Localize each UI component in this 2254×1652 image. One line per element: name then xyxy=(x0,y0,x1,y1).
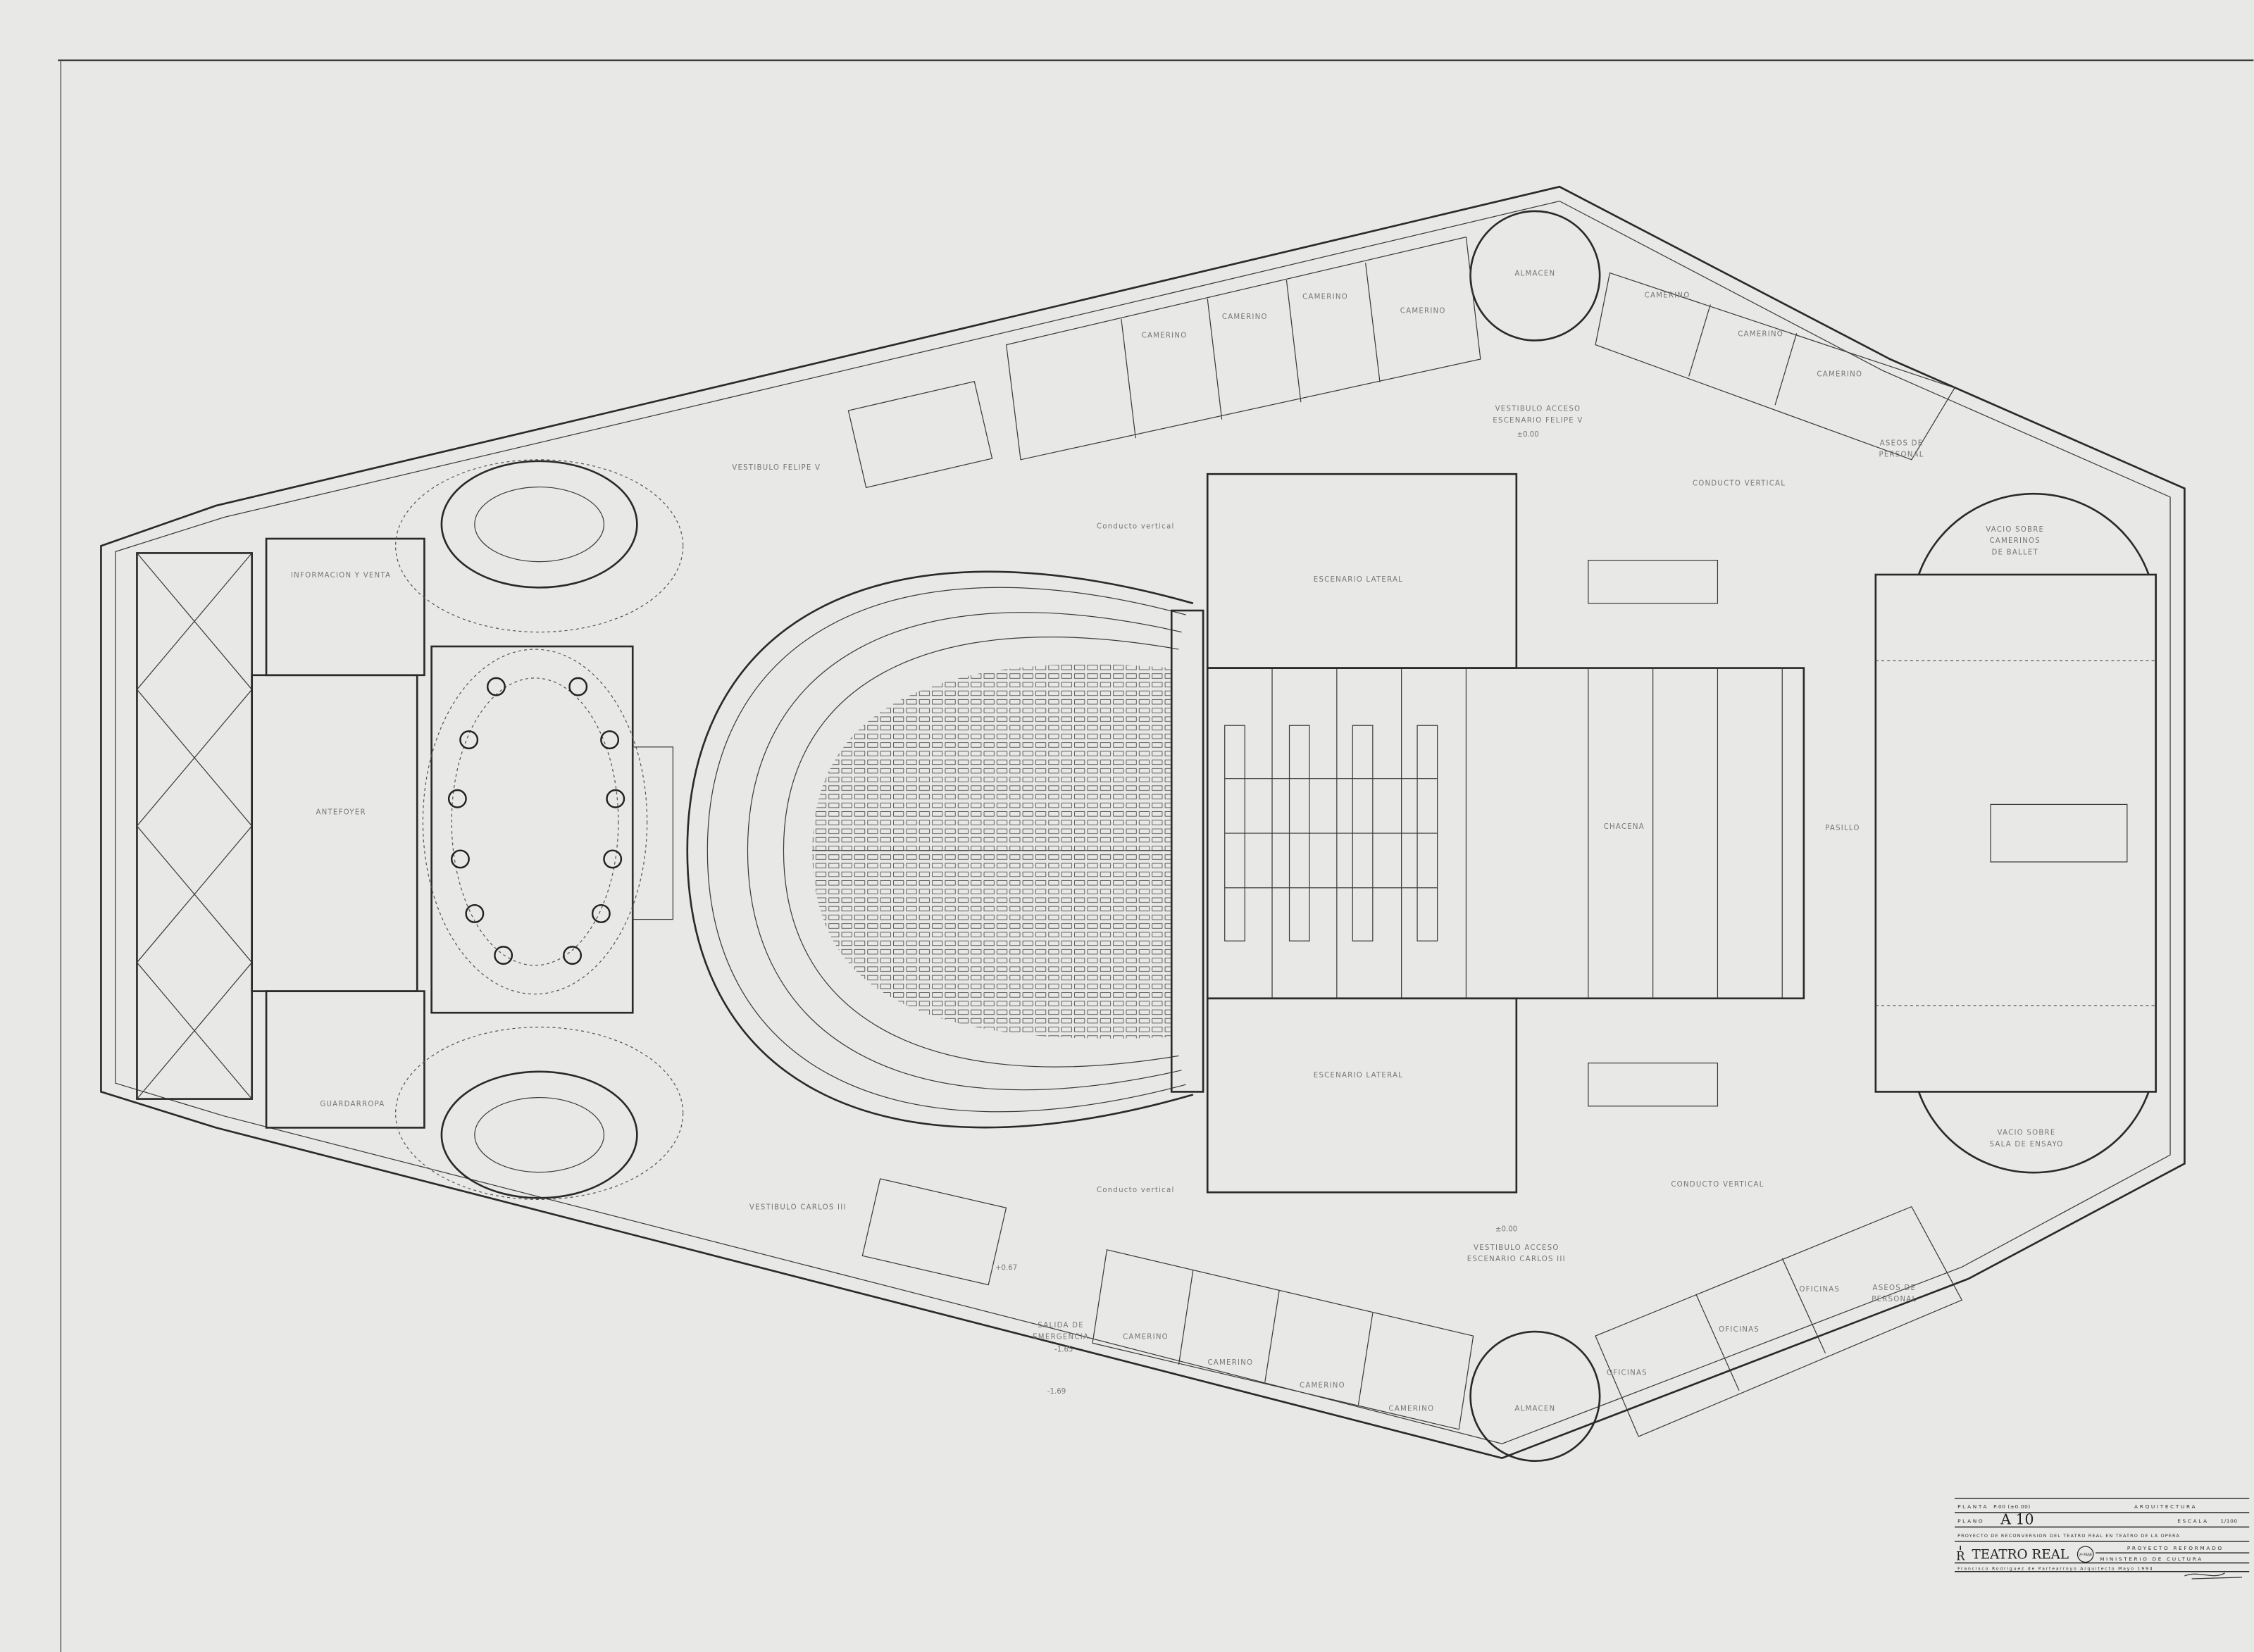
project-title: PROYECTO DE RECONVERSION DEL TEATRO REAL… xyxy=(1957,1533,2180,1539)
level-mark: ±0.00 xyxy=(1495,1225,1517,1233)
label-acceso-felipe-2: ESCENARIO FELIPE V xyxy=(1493,417,1583,425)
level-mark: -1.69 xyxy=(1047,1388,1066,1396)
svg-text:R: R xyxy=(1956,1549,1965,1563)
label-vacio-top-2: CAMERINOS xyxy=(1989,537,2041,545)
title-block: PLANTA P.00 (±0.00) ARQUITECTURA PLANO A… xyxy=(1955,1498,2250,1579)
stair-hall-south xyxy=(395,1026,684,1201)
plano-value: A 10 xyxy=(2000,1510,2034,1527)
label-acceso-felipe: VESTIBULO ACCESO xyxy=(1495,405,1581,413)
label-vacio-top: VACIO SOBRE xyxy=(1986,526,2044,534)
label-vestibulo-carlos: VESTIBULO CARLOS III xyxy=(749,1204,847,1212)
level-mark: ±0.00 xyxy=(1517,431,1539,439)
main-facade xyxy=(136,537,425,1129)
level-mark: +0.67 xyxy=(995,1264,1017,1272)
rear-wing xyxy=(1874,492,2157,1174)
phase-badge-text: 2ª FASE xyxy=(2079,1553,2092,1557)
label-aseos-2: PERSONAL xyxy=(1872,1296,1917,1303)
label-antefoyer: ANTEFOYER xyxy=(316,809,366,817)
label-vacio-bottom-2: SALA DE ENSAYO xyxy=(1990,1141,2064,1149)
label-conducto-small-bottom: Conducto vertical xyxy=(1097,1187,1175,1194)
label-camerino: CAMERINO xyxy=(1142,332,1188,339)
dressing-rooms-south xyxy=(1092,1206,1963,1437)
escala-value: 1/100 xyxy=(2220,1518,2237,1524)
label-acceso-carlos: VESTIBULO ACCESO xyxy=(1474,1244,1559,1252)
label-vacio-top-3: DE BALLET xyxy=(1991,549,2038,556)
label-camerino: CAMERINO xyxy=(1400,308,1446,315)
label-camerino: CAMERINO xyxy=(1123,1333,1169,1341)
planta-value: P.00 (±0.00) xyxy=(1993,1503,2031,1510)
dressing-rooms-north xyxy=(1005,236,1955,461)
staircases xyxy=(632,381,1719,1286)
label-camerino: CAMERINO xyxy=(1817,370,1862,378)
signature xyxy=(2184,1572,2243,1579)
label-oficinas: OFICINAS xyxy=(1607,1369,1648,1377)
label-oficinas: OFICINAS xyxy=(1799,1286,1840,1294)
proyecto-reformado: PROYECTO REFORMADO xyxy=(2127,1545,2224,1551)
label-vacio-bottom: VACIO SOBRE xyxy=(1998,1130,2056,1137)
label-camerino: CAMERINO xyxy=(1302,293,1348,301)
label-camerino: CAMERINO xyxy=(1389,1405,1435,1413)
label-escenario-lateral-bottom: ESCENARIO LATERAL xyxy=(1314,1072,1403,1080)
logo-text: TEATRO REAL xyxy=(1972,1547,2069,1562)
label-acceso-carlos-2: ESCENARIO CARLOS III xyxy=(1467,1256,1566,1263)
discipline: ARQUITECTURA xyxy=(2134,1503,2197,1510)
label-camerino: CAMERINO xyxy=(1738,330,1783,338)
label-aseos-top-2: PERSONAL xyxy=(1879,451,1924,459)
label-conducto-bottom: CONDUCTO VERTICAL xyxy=(1671,1181,1764,1189)
ministerio: MINISTERIO DE CULTURA xyxy=(2100,1556,2203,1562)
label-chacena: CHACENA xyxy=(1604,823,1645,831)
stage-lifts xyxy=(1224,725,1438,941)
label-conducto-top: CONDUCTO VERTICAL xyxy=(1693,480,1786,488)
label-aseos-top: ASEOS DE xyxy=(1880,439,1924,447)
stage xyxy=(1206,473,1805,1194)
teatro-real-crown-logo: R xyxy=(1956,1546,1965,1563)
author-date: Francisco Rodriguez de Partearroyo Arqui… xyxy=(1957,1567,2153,1572)
building-outline xyxy=(100,185,2186,1459)
level-mark: -1.65 xyxy=(1054,1346,1073,1354)
level-marks: ±0.00 -1.65 -1.69 +0.67 ±0.00 xyxy=(995,431,1539,1396)
label-guardarropa: GUARDARROPA xyxy=(320,1101,385,1108)
label-camerino: CAMERINO xyxy=(1300,1382,1345,1390)
label-camerino: CAMERINO xyxy=(1222,313,1268,321)
foyer-oval xyxy=(422,645,648,1014)
orchestra-seating xyxy=(812,664,1172,1039)
round-room-south xyxy=(1469,1330,1601,1463)
planta-label: PLANTA xyxy=(1957,1503,1988,1510)
stair-hall-north xyxy=(395,459,684,633)
label-camerino: CAMERINO xyxy=(1207,1359,1253,1367)
room-labels: INFORMACION Y VENTA ANTEFOYER GUARDARROP… xyxy=(291,270,2064,1413)
auditorium xyxy=(686,570,1204,1129)
label-salida-2: EMERGENCIA xyxy=(1033,1333,1089,1341)
label-aseos: ASEOS DE xyxy=(1873,1284,1917,1292)
label-almacen-top: ALMACEN xyxy=(1514,270,1555,278)
plano-label: PLANO xyxy=(1957,1518,1984,1524)
label-informacion: INFORMACION Y VENTA xyxy=(291,572,391,580)
label-oficinas: OFICINAS xyxy=(1719,1326,1760,1334)
escala-label: ESCALA xyxy=(2177,1518,2209,1524)
foyer-columns xyxy=(447,677,625,965)
label-almacen-bottom: ALMACEN xyxy=(1514,1405,1555,1413)
label-pasillo: PASILLO xyxy=(1825,825,1860,832)
label-vestibulo-felipe: VESTIBULO FELIPE V xyxy=(732,464,821,472)
label-escenario-lateral-top: ESCENARIO LATERAL xyxy=(1314,576,1403,584)
label-camerino: CAMERINO xyxy=(1645,292,1690,299)
label-conducto-small-top: Conducto vertical xyxy=(1097,523,1175,531)
label-salida: SALIDA DE xyxy=(1038,1322,1083,1329)
phase-badge xyxy=(2076,1546,2094,1563)
